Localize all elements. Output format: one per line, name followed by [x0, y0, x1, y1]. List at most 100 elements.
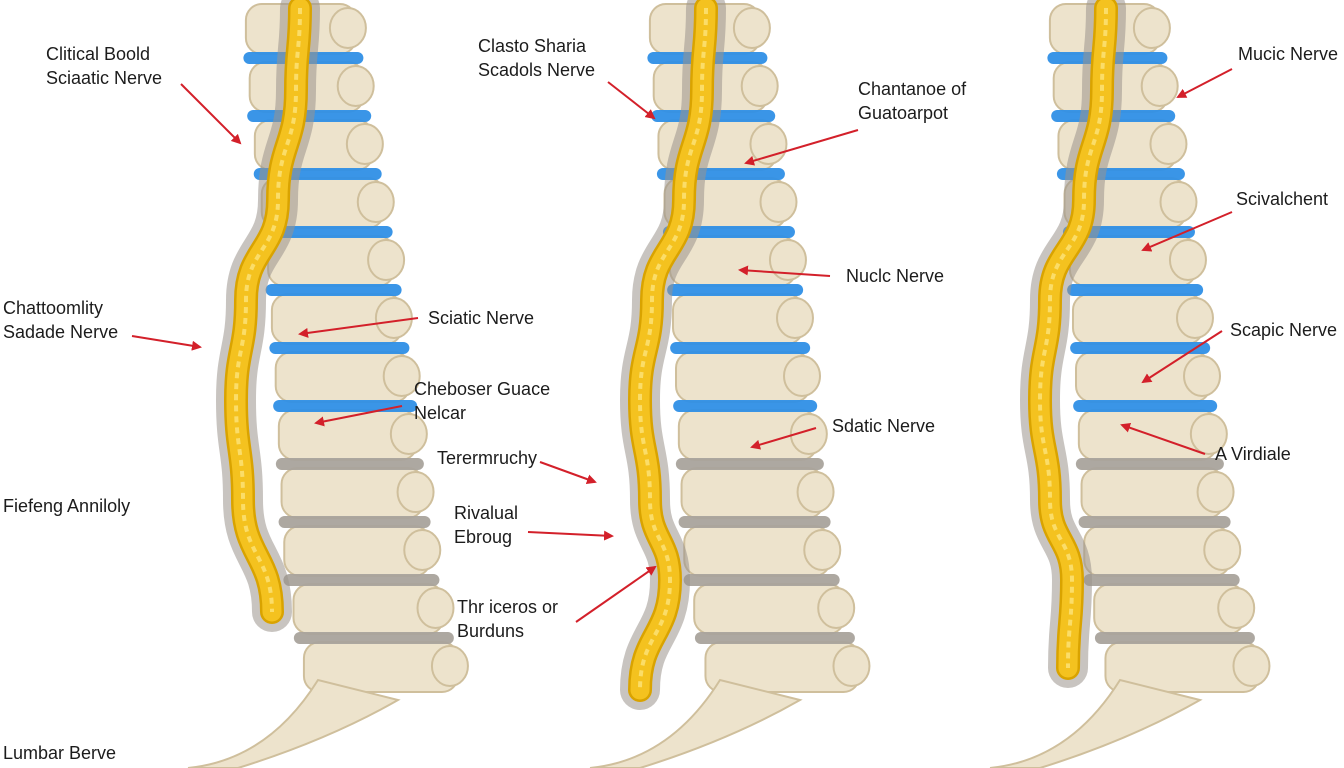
intervertebral-disc	[269, 342, 410, 354]
intervertebral-disc	[1070, 342, 1211, 354]
vertebra-process	[832, 645, 871, 687]
intervertebral-disc	[678, 516, 831, 528]
vertebra-process	[367, 239, 406, 281]
intervertebral-disc	[265, 284, 402, 296]
intervertebral-disc	[275, 458, 424, 470]
intervertebral-disc	[1083, 574, 1240, 586]
vertebra-process	[336, 65, 375, 107]
vertebra-process	[732, 7, 771, 49]
vertebra-process	[396, 471, 435, 513]
vertebra-process	[328, 7, 367, 49]
vertebra-process	[759, 181, 798, 223]
pointer-arrow	[314, 405, 403, 427]
intervertebral-disc	[1094, 632, 1255, 644]
label-lumbar-berve: Lumbar Berve	[3, 743, 117, 763]
pointer-arrow	[539, 461, 597, 484]
vertebra-process	[768, 239, 807, 281]
label-nuclc-nerve: Nuclc Nerve	[846, 266, 945, 286]
vertebra-process	[382, 355, 421, 397]
vertebra-process	[1203, 529, 1242, 571]
pointer-arrow	[744, 129, 859, 166]
pointer-arrow	[750, 427, 817, 450]
label-scapic-nerve: Scapic Nerve	[1230, 320, 1338, 340]
label-sdatic-nerve: Sdatic Nerve	[832, 416, 936, 436]
label-fiefeng-anniloly: Fiefeng Anniloly	[3, 496, 131, 516]
intervertebral-disc	[670, 342, 811, 354]
vertebra-process	[356, 181, 395, 223]
pointer-arrow	[298, 317, 419, 338]
spine-right	[989, 0, 1271, 768]
label-a-virdiale: A Virdiale	[1215, 444, 1291, 464]
vertebra-process	[796, 471, 835, 513]
nerve-fibres	[1037, 7, 1108, 669]
label-terermruchy: Terermruchy	[437, 448, 538, 468]
vertebra-process	[817, 587, 856, 629]
intervertebral-disc	[278, 516, 431, 528]
vertebra-process	[1183, 355, 1222, 397]
pointer-arrow	[1141, 211, 1233, 252]
pointer-group	[131, 68, 1233, 623]
nerve-fibres	[233, 7, 302, 613]
pointer-arrow	[1141, 330, 1223, 384]
vertebra-process	[345, 123, 384, 165]
sciatic-nerve-core	[630, 0, 716, 700]
vertebra-process	[403, 529, 442, 571]
vertebra-process	[775, 297, 814, 339]
pointer-arrow	[1120, 422, 1206, 455]
sacrum	[989, 678, 1203, 768]
vertebra-process	[749, 123, 788, 165]
intervertebral-disc	[1075, 458, 1224, 470]
label-sciatic-nerve: Sciatic Nerve	[428, 308, 535, 328]
spine-group	[187, 0, 1271, 768]
vertebra-process	[1175, 297, 1214, 339]
intervertebral-disc	[683, 574, 840, 586]
vertebra-process	[389, 413, 428, 455]
vertebra-process	[430, 645, 469, 687]
vertebra-process	[374, 297, 413, 339]
intervertebral-disc	[283, 574, 440, 586]
vertebra-process	[1196, 471, 1235, 513]
intervertebral-disc	[1067, 284, 1204, 296]
vertebra-process	[783, 355, 822, 397]
vertebra-process	[740, 65, 779, 107]
vertebra-process	[1140, 65, 1179, 107]
spine-left	[187, 0, 469, 768]
intervertebral-disc	[1078, 516, 1231, 528]
pointer-arrow	[575, 565, 657, 623]
intervertebral-disc	[667, 284, 804, 296]
pointer-arrow	[180, 83, 242, 145]
pointer-arrow	[738, 265, 831, 277]
pointer-arrow	[527, 530, 614, 541]
spine-middle	[589, 0, 871, 768]
vertebra-process	[789, 413, 828, 455]
intervertebral-disc	[1073, 400, 1218, 412]
intervertebral-disc	[273, 400, 418, 412]
vertebra-process	[1217, 587, 1256, 629]
vertebra-process	[803, 529, 842, 571]
label-scivalchent: Scivalchent	[1236, 189, 1329, 209]
vertebra-process	[1132, 7, 1171, 49]
sacrum	[187, 678, 401, 768]
intervertebral-disc	[675, 458, 824, 470]
pointer-arrow	[1176, 68, 1233, 98]
label-mucic-nerve: Mucic Nerve	[1238, 44, 1339, 64]
vertebra-process	[1149, 123, 1188, 165]
pointer-arrow	[131, 335, 202, 351]
pointer-arrow	[607, 81, 656, 120]
vertebra-process	[1159, 181, 1198, 223]
intervertebral-disc	[694, 632, 855, 644]
intervertebral-disc	[673, 400, 818, 412]
vertebra-process	[416, 587, 455, 629]
vertebra-process	[1232, 645, 1271, 687]
intervertebral-disc	[293, 632, 454, 644]
vertebra-process	[1168, 239, 1207, 281]
